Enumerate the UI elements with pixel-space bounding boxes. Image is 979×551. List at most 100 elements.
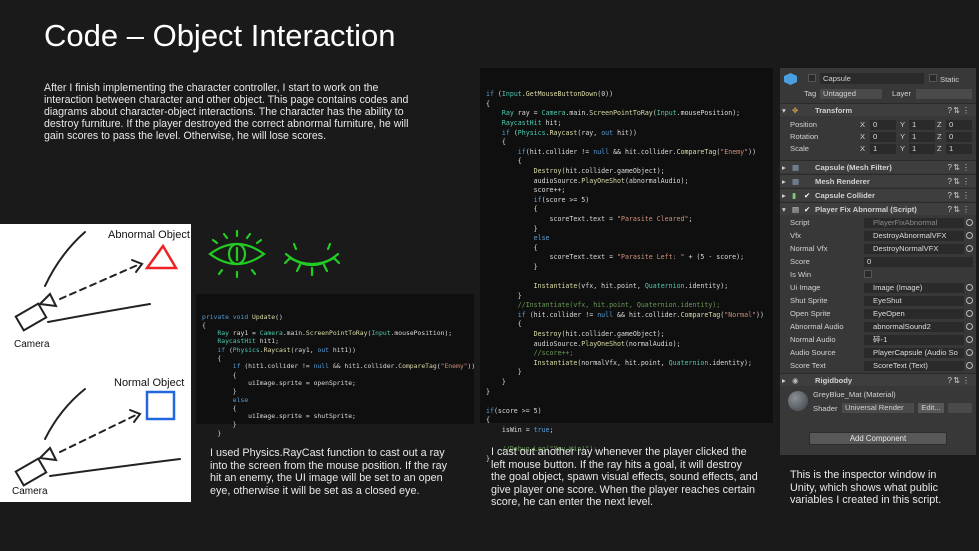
- enabled-check-icon[interactable]: ✔: [804, 205, 811, 214]
- rotation-y-field[interactable]: 1: [909, 131, 935, 142]
- transform-header[interactable]: ▾ ✥ Transform ? ⇅ ⋮: [780, 103, 976, 116]
- field-value[interactable]: DestroyNormalVFX: [864, 243, 964, 254]
- component-label: Capsule Collider: [815, 191, 875, 200]
- eye-shut-icon: [283, 242, 341, 277]
- menu-icon[interactable]: ⋮: [962, 106, 970, 115]
- component-mesh-filter[interactable]: ▸ ▦ Capsule (Mesh Filter) ?⇅⋮: [780, 160, 976, 173]
- cube-icon: [784, 73, 797, 85]
- active-checkbox[interactable]: [808, 74, 816, 82]
- field-value[interactable]: 0: [864, 256, 973, 267]
- rotation-x-field[interactable]: 0: [870, 131, 896, 142]
- layer-label: Layer: [892, 89, 911, 98]
- menu-icon[interactable]: ⋮: [962, 376, 970, 385]
- scale-x-field[interactable]: 1: [870, 143, 896, 154]
- component-capsule-collider[interactable]: ▸ ▮ ✔ Capsule Collider ?⇅⋮: [780, 188, 976, 201]
- object-picker-icon[interactable]: [966, 349, 973, 356]
- code-block-mouse-click: if (Input.GetMouseButtonDown(0)){ Ray ra…: [480, 68, 773, 463]
- object-picker-icon[interactable]: [966, 297, 973, 304]
- object-picker-icon[interactable]: [966, 323, 973, 330]
- code-line: audioSource.PlayOneShot(normalAudio);: [486, 339, 681, 348]
- preset-icon[interactable]: ⇅: [953, 163, 960, 172]
- scale-z-field[interactable]: 1: [946, 143, 972, 154]
- menu-icon[interactable]: ⋮: [962, 205, 970, 214]
- field-value[interactable]: PlayerCapsule (Audio So: [864, 347, 964, 358]
- abnormal-object-label: Abnormal Object: [108, 229, 190, 241]
- tag-dropdown[interactable]: Untagged: [820, 88, 882, 99]
- help-icon[interactable]: ?: [947, 205, 952, 214]
- field-value[interactable]: PlayerFixAbnormal: [864, 217, 964, 228]
- field-value[interactable]: EyeOpen: [864, 308, 964, 319]
- material-name: GreyBlue_Mat (Material): [813, 390, 896, 399]
- code-line: {: [486, 99, 490, 108]
- object-name-field[interactable]: Capsule: [820, 73, 924, 84]
- code-line: {: [486, 205, 538, 214]
- component-mesh-renderer[interactable]: ▸ ▦ Mesh Renderer ?⇅⋮: [780, 174, 976, 187]
- component-script[interactable]: ▾ ▤ ✔ Player Fix Abnormal (Script) ?⇅⋮: [780, 202, 976, 215]
- code-line: {: [486, 416, 490, 425]
- is-win-checkbox[interactable]: [864, 270, 872, 278]
- rotation-z-field[interactable]: 0: [946, 131, 972, 142]
- shader-dropdown[interactable]: Universal Render: [842, 403, 914, 413]
- code-line: }: [202, 387, 237, 396]
- object-picker-icon[interactable]: [966, 336, 973, 343]
- code-line: scoreText.text = "Parasite Cleared";: [486, 214, 693, 223]
- field-value[interactable]: ScoreText (Text): [864, 360, 964, 371]
- code-line: {: [202, 403, 237, 412]
- code-line: if (hit.collider != null && hit.collider…: [517, 310, 764, 319]
- object-picker-icon[interactable]: [966, 284, 973, 291]
- component-rigidbody[interactable]: ▸ ◉ Rigidbody ?⇅⋮: [780, 373, 976, 386]
- layer-dropdown[interactable]: [916, 88, 972, 99]
- help-icon[interactable]: ?: [947, 177, 952, 186]
- preset-icon[interactable]: ⇅: [953, 106, 960, 115]
- field-value[interactable]: Image (Image): [864, 282, 964, 293]
- edit-shader-button[interactable]: Edit...: [918, 403, 944, 413]
- position-y-field[interactable]: 1: [909, 119, 935, 130]
- position-x-field[interactable]: 0: [870, 119, 896, 130]
- unity-inspector-panel: Capsule Static Tag Untagged Layer ▾ ✥ Tr…: [780, 68, 976, 455]
- help-icon[interactable]: ?: [947, 376, 952, 385]
- object-picker-icon[interactable]: [966, 362, 973, 369]
- scale-label: Scale: [790, 144, 809, 153]
- preset-icon[interactable]: ⇅: [953, 177, 960, 186]
- field-value[interactable]: EyeShut: [864, 295, 964, 306]
- object-picker-icon[interactable]: [966, 245, 973, 252]
- help-icon[interactable]: ?: [947, 106, 952, 115]
- code1-lines: private void Update(){ Ray ray1 = Camera…: [202, 313, 475, 437]
- scale-y-field[interactable]: 1: [909, 143, 935, 154]
- menu-icon[interactable]: ⋮: [962, 191, 970, 200]
- menu-icon[interactable]: ⋮: [962, 163, 970, 172]
- field-label: Audio Source: [790, 348, 836, 357]
- field-value[interactable]: DestroyAbnormalVFX: [864, 230, 964, 241]
- object-picker-icon[interactable]: [966, 232, 973, 239]
- preset-icon[interactable]: ⇅: [953, 205, 960, 214]
- object-picker-icon[interactable]: [966, 310, 973, 317]
- camera-label-bottom: Camera: [12, 486, 48, 497]
- preset-icon[interactable]: ⇅: [953, 191, 960, 200]
- position-label: Position: [790, 120, 818, 129]
- help-icon[interactable]: ?: [947, 191, 952, 200]
- position-z-field[interactable]: 0: [946, 119, 972, 130]
- add-component-button[interactable]: Add Component: [809, 432, 947, 445]
- object-picker-icon[interactable]: [966, 219, 973, 226]
- component-label: Capsule (Mesh Filter): [815, 163, 892, 172]
- enabled-check-icon[interactable]: ✔: [804, 191, 811, 200]
- code-line: {: [486, 320, 522, 329]
- static-checkbox[interactable]: [929, 74, 937, 82]
- foldout-icon: ▾: [782, 106, 786, 115]
- field-value[interactable]: 碎-1: [864, 334, 964, 345]
- code-line: scoreText.text = "Parasite Left: " + (5 …: [486, 253, 745, 262]
- code-line: uiImage.sprite = shutSprite;: [202, 412, 356, 421]
- field-value[interactable]: abnormalSound2: [864, 321, 964, 332]
- preset-icon[interactable]: ⇅: [953, 376, 960, 385]
- foldout-icon: ▾: [782, 205, 786, 214]
- foldout-icon: ▸: [782, 376, 786, 385]
- menu-icon[interactable]: ⋮: [962, 177, 970, 186]
- help-icon[interactable]: ?: [947, 163, 952, 172]
- code-line: if(score >= 5): [533, 195, 590, 204]
- code-line: Destroy(hit.collider.gameObject);: [533, 330, 665, 339]
- shader-options-dropdown[interactable]: [948, 403, 972, 413]
- code-line: //score++;: [533, 349, 574, 358]
